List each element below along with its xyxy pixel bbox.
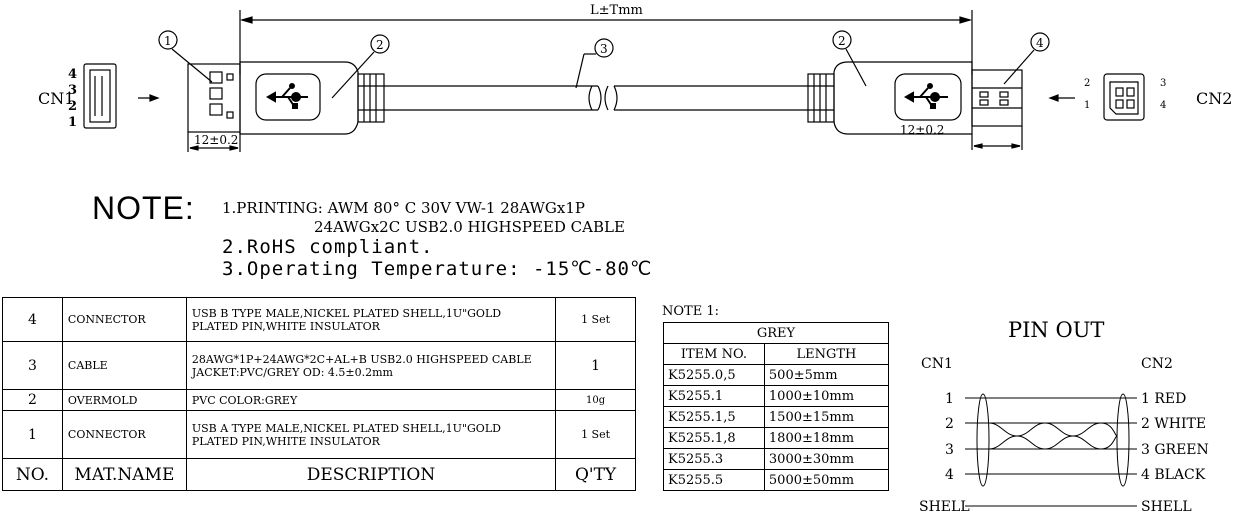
bom-qty: 1 bbox=[555, 341, 636, 390]
length-label: L±Tmm bbox=[590, 3, 643, 18]
balloon-1: 1 bbox=[164, 34, 172, 48]
cn1-label: CN1 bbox=[38, 89, 74, 108]
cable-assembly-drawing: L±Tmm CN1 CN2 4 3 2 1 2 1 3 4 1 2 3 2 4 … bbox=[38, 3, 1232, 152]
note-line-1b: 24AWGx2C USB2.0 HIGHSPEED CABLE bbox=[314, 218, 625, 236]
dim-right: 12±0.2 bbox=[900, 123, 944, 137]
item-no: K5255.1 bbox=[663, 385, 765, 407]
bom-desc: USB A TYPE MALE,NICKEL PLATED SHELL,1U"G… bbox=[185, 410, 557, 459]
length-value: 5000±50mm bbox=[763, 469, 890, 491]
balloon-2-right: 2 bbox=[838, 34, 846, 48]
bom-desc: 28AWG*1P+24AWG*2C+AL+B USB2.0 HIGHSPEED … bbox=[185, 341, 557, 390]
length-value: 1500±15mm bbox=[763, 406, 890, 428]
pinout-right-shell: SHELL bbox=[1141, 499, 1192, 515]
pinout-cn1: CN1 bbox=[921, 356, 953, 372]
cn2-pin-3: 3 bbox=[1160, 78, 1166, 89]
bom-row: 3 CABLE 28AWG*1P+24AWG*2C+AL+B USB2.0 HI… bbox=[2, 341, 636, 390]
pinout-title: PIN OUT bbox=[1008, 318, 1105, 342]
cn2-pin-2: 2 bbox=[1084, 78, 1090, 89]
bom-qty: 10g bbox=[555, 389, 636, 411]
bom-row: 4 CONNECTOR USB B TYPE MALE,NICKEL PLATE… bbox=[2, 297, 636, 342]
note-line-3: 3.Operating Temperature: -15℃-80℃ bbox=[222, 258, 653, 280]
bom-desc: PVC COLOR:GREY bbox=[185, 389, 557, 411]
bom-no: 4 bbox=[2, 297, 63, 342]
dim-left: 12±0.2 bbox=[194, 133, 238, 147]
cn2-label: CN2 bbox=[1196, 89, 1232, 108]
note1-label: NOTE 1: bbox=[662, 304, 719, 319]
pinout-right-1: 1 RED bbox=[1141, 391, 1186, 407]
length-group: GREY bbox=[663, 322, 889, 344]
bom-header-qty: Q'TY bbox=[555, 458, 636, 491]
pinout-diagram: CN1 CN2 1 2 3 4 SHELL 1 RED 2 WHITE 3 GR… bbox=[919, 356, 1209, 515]
cn1-pin-3: 3 bbox=[68, 83, 77, 98]
bom-no: 2 bbox=[2, 389, 63, 411]
bom-row: 1 CONNECTOR USB A TYPE MALE,NICKEL PLATE… bbox=[2, 410, 636, 459]
bom-header-row: NO. MAT.NAME DESCRIPTION Q'TY bbox=[2, 458, 636, 491]
balloon-2-left: 2 bbox=[376, 38, 384, 52]
bom-no: 1 bbox=[2, 410, 63, 459]
item-no: K5255.3 bbox=[663, 448, 765, 470]
balloon-3: 3 bbox=[600, 42, 608, 56]
item-no: K5255.1,5 bbox=[663, 406, 765, 428]
bom-row: 2 OVERMOLD PVC COLOR:GREY 10g bbox=[2, 389, 636, 411]
bom-header-no: NO. bbox=[2, 458, 63, 491]
item-no: K5255.0,5 bbox=[663, 364, 765, 386]
pinout-left-3: 3 bbox=[945, 442, 954, 458]
pinout-right-3: 3 GREEN bbox=[1141, 442, 1209, 458]
cn1-pin-1: 1 bbox=[68, 115, 77, 130]
pinout-left-shell: SHELL bbox=[919, 499, 970, 515]
cn2-pin-1: 1 bbox=[1084, 100, 1090, 111]
bom-name: CABLE bbox=[61, 341, 187, 390]
length-value: 3000±30mm bbox=[763, 448, 890, 470]
length-value: 500±5mm bbox=[763, 364, 890, 386]
pinout-left-1: 1 bbox=[945, 391, 954, 407]
cn1-pin-2: 2 bbox=[68, 99, 77, 114]
pinout-cn2: CN2 bbox=[1141, 356, 1173, 372]
bom-no: 3 bbox=[2, 341, 63, 390]
pinout-right-2: 2 WHITE bbox=[1141, 416, 1206, 432]
pinout-left-4: 4 bbox=[945, 467, 954, 483]
bom-desc: USB B TYPE MALE,NICKEL PLATED SHELL,1U"G… bbox=[185, 297, 557, 342]
bom-name: CONNECTOR bbox=[61, 410, 187, 459]
item-no: K5255.1,8 bbox=[663, 427, 765, 449]
pinout-left-2: 2 bbox=[945, 416, 954, 432]
bom-name: OVERMOLD bbox=[61, 389, 187, 411]
balloon-4: 4 bbox=[1036, 36, 1044, 50]
length-value: 1800±18mm bbox=[763, 427, 890, 449]
length-col-length: LENGTH bbox=[763, 343, 890, 365]
note-line-2: 2.RoHS compliant. bbox=[222, 236, 434, 258]
cn1-pin-4: 4 bbox=[68, 67, 77, 82]
pinout-right-4: 4 BLACK bbox=[1141, 467, 1206, 483]
note-line-1: 1.PRINTING: AWM 80° C 30V VW-1 28AWGx1P bbox=[222, 199, 586, 217]
note-title: NOTE: bbox=[92, 190, 195, 226]
bill-of-materials: 4 CONNECTOR USB B TYPE MALE,NICKEL PLATE… bbox=[2, 297, 636, 491]
item-no: K5255.5 bbox=[663, 469, 765, 491]
length-col-item: ITEM NO. bbox=[663, 343, 765, 365]
bom-header-desc: DESCRIPTION bbox=[185, 458, 557, 491]
bom-qty: 1 Set bbox=[555, 297, 636, 342]
length-value: 1000±10mm bbox=[763, 385, 890, 407]
bom-name: CONNECTOR bbox=[61, 297, 187, 342]
bom-header-name: MAT.NAME bbox=[61, 458, 187, 491]
bom-qty: 1 Set bbox=[555, 410, 636, 459]
length-table-group: GREY bbox=[663, 322, 889, 344]
length-table-header: ITEM NO. LENGTH bbox=[663, 343, 890, 365]
cn2-pin-4: 4 bbox=[1160, 100, 1166, 111]
